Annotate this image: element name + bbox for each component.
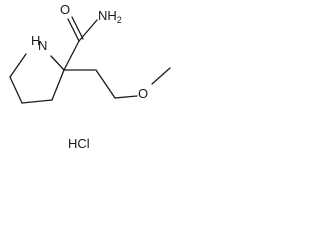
carbonyl-oxygen-label: O: [60, 2, 70, 17]
amide-nh-text: NH: [98, 8, 117, 23]
ring-nitrogen-h-label: H: [31, 33, 40, 48]
amide-nitrogen-label: NH2: [98, 8, 122, 25]
bond-carbonyl-double-a: [67, 18, 80, 42]
bond-ring-c2-c3: [51, 69, 65, 101]
ether-oxygen-label: O: [138, 86, 148, 101]
bond-ring-c5-n: [9, 53, 27, 78]
bond-oxygen-methyl: [151, 67, 171, 85]
hydrochloride-label: HCl: [68, 136, 90, 151]
bond-methylene-ether-carbon: [95, 69, 116, 99]
bond-ring-n-c2: [50, 55, 65, 71]
bond-carbonyl-carbon-nh2: [78, 19, 98, 42]
bond-ring-c3-c4: [21, 99, 53, 104]
bond-carbonyl-double-b: [71, 16, 84, 40]
ring-nitrogen-label: N: [38, 38, 47, 53]
bond-ether-carbon-oxygen: [114, 95, 138, 99]
bond-c2-carbonyl-carbon: [63, 40, 80, 71]
chemical-structure: O NH2 H N O HCl: [9, 2, 171, 151]
amide-h-count: 2: [117, 15, 122, 25]
bond-ring-c4-c5: [9, 76, 23, 104]
